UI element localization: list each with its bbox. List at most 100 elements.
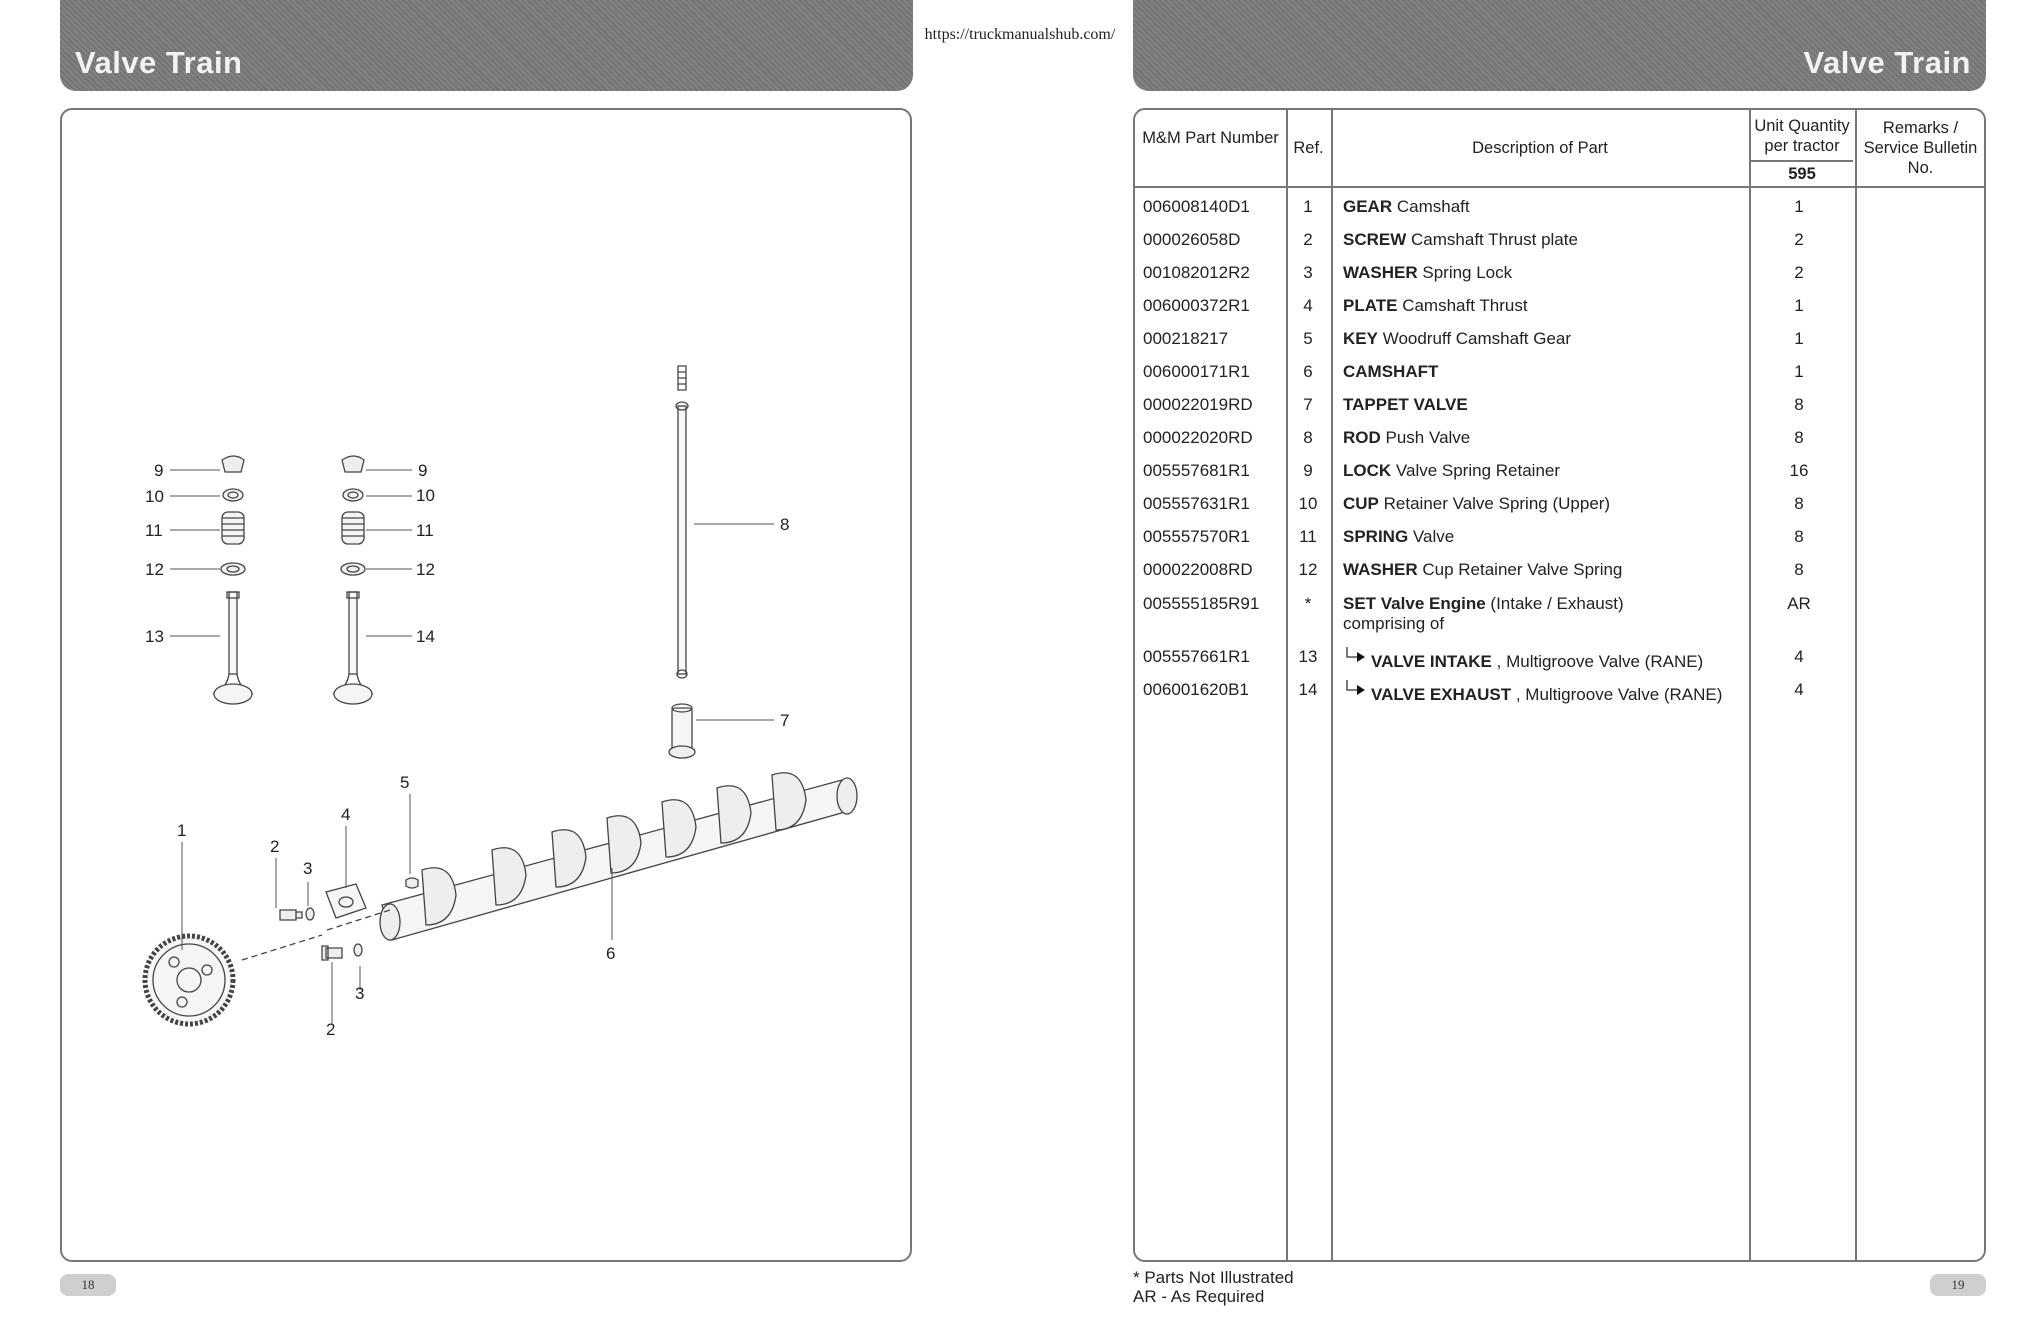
description-cell: LOCK Valve Spring Retainer (1343, 461, 1753, 481)
description-text: Valve Spring Retainer (1395, 461, 1561, 480)
description-bold: VALVE EXHAUST (1371, 685, 1512, 704)
description-cell: CAMSHAFT (1343, 362, 1753, 382)
ref-cell: 5 (1303, 329, 1313, 348)
ref-cell: 2 (1303, 230, 1313, 249)
description-cell: SPRING Valve (1343, 527, 1753, 547)
quantity-cell: 8 (1794, 527, 1804, 546)
right-header-banner: Valve Train (1133, 0, 1986, 91)
description-cell: VALVE EXHAUST , Multigroove Valve (RANE) (1343, 672, 1753, 705)
ref-cell: 8 (1303, 428, 1313, 447)
camshaft (241, 772, 858, 961)
description-bold: CUP (1343, 494, 1379, 513)
woodruff-key (405, 877, 419, 889)
exhaust-valve-assembly (332, 455, 374, 705)
header-remarks: Remarks / Service Bulletin No. (1863, 119, 1978, 177)
quantity-cell: 1 (1794, 197, 1804, 216)
page-number-left: 18 (60, 1274, 116, 1296)
description-cell: TAPPET VALVE (1343, 395, 1753, 415)
part-number-cell: 006001620B1 (1143, 680, 1249, 699)
part-number-cell: 005557631R1 (1143, 494, 1250, 513)
quantity-cell: AR (1787, 594, 1811, 613)
quantity-cell: 1 (1794, 362, 1804, 381)
description-bold: TAPPET VALVE (1343, 395, 1468, 414)
description-text: (Intake / Exhaust) (1490, 594, 1624, 613)
quantity-cell: 8 (1794, 395, 1804, 414)
quantity-cell: 8 (1794, 494, 1804, 513)
quantity-cell: 8 (1794, 560, 1804, 579)
description-text: Retainer Valve Spring (Upper) (1383, 494, 1611, 513)
description-cell: CUP Retainer Valve Spring (Upper) (1343, 494, 1753, 514)
ref-cell: 6 (1303, 362, 1313, 381)
intake-valve-assembly (212, 455, 254, 705)
ref-cell: 1 (1303, 197, 1313, 216)
description-text: Push Valve (1385, 428, 1471, 447)
ref-cell: 4 (1303, 296, 1313, 315)
quantity-cell: 1 (1794, 296, 1804, 315)
callout-9b: 9 (418, 461, 427, 480)
page-number-right: 19 (1930, 1274, 1986, 1296)
part-number-cell: 006000171R1 (1143, 362, 1250, 381)
callout-11b: 11 (416, 521, 434, 540)
quantity-cell: 16 (1789, 461, 1809, 480)
ref-cell: * (1304, 594, 1312, 613)
thrust-plate (325, 883, 367, 919)
ref-cell: 9 (1303, 461, 1313, 480)
header-ref: Ref. (1293, 139, 1324, 157)
footnotes: * Parts Not Illustrated AR - As Required (1133, 1268, 1294, 1306)
callout-10: 10 (145, 487, 164, 506)
part-number-cell: 000022008RD (1143, 560, 1253, 579)
callout-12b: 12 (416, 560, 435, 579)
description-cell: VALVE INTAKE , Multigroove Valve (RANE) (1343, 639, 1753, 672)
callout-12: 12 (145, 560, 164, 579)
part-number-cell: 005555185R91 (1143, 594, 1260, 613)
part-number-cell: 000022020RD (1143, 428, 1253, 447)
ref-cell: 10 (1298, 494, 1318, 513)
callout-11: 11 (145, 521, 163, 540)
callout-4: 4 (341, 805, 350, 824)
quantity-cell: 2 (1794, 230, 1804, 249)
part-number-cell: 005557570R1 (1143, 527, 1250, 546)
callout-13: 13 (145, 627, 164, 646)
description-bold: ROD (1343, 428, 1381, 447)
sub-item-arrow-icon (1343, 639, 1371, 672)
description-text: Woodruff Camshaft Gear (1382, 329, 1572, 348)
description-bold: VALVE INTAKE (1371, 652, 1492, 671)
part-number-cell: 005557681R1 (1143, 461, 1250, 480)
description-text: , Multigroove Valve (RANE) (1515, 685, 1723, 704)
part-number-cell: 001082012R2 (1143, 263, 1250, 282)
part-number-cell: 006008140D1 (1143, 197, 1250, 216)
description-text: Camshaft (1396, 197, 1470, 216)
description-bold: KEY (1343, 329, 1378, 348)
callout-3: 3 (303, 859, 312, 878)
sub-item-arrow-icon (1343, 672, 1371, 705)
description-text: Cup Retainer Valve Spring (1422, 560, 1623, 579)
callout-10b: 10 (416, 486, 435, 505)
quantity-cell: 4 (1794, 680, 1804, 699)
footnote-not-illustrated: * Parts Not Illustrated (1133, 1268, 1294, 1287)
parts-table: M&M Part Number Ref. Description of Part… (1133, 108, 1986, 1262)
ref-cell: 11 (1299, 527, 1317, 546)
quantity-cell: 1 (1794, 329, 1804, 348)
valve-train-exploded-diagram: 9 10 11 12 13 9 10 11 12 14 8 7 5 1 2 3 … (142, 365, 858, 1039)
callout-5: 5 (400, 773, 409, 792)
ref-cell: 7 (1303, 395, 1313, 414)
callout-1: 1 (177, 821, 186, 840)
description-cell: KEY Woodruff Camshaft Gear (1343, 329, 1753, 349)
callout-8: 8 (780, 515, 789, 534)
description-cell: WASHER Cup Retainer Valve Spring (1343, 560, 1753, 580)
part-number-cell: 006000372R1 (1143, 296, 1250, 315)
description-cell: SCREW Camshaft Thrust plate (1343, 230, 1753, 250)
description-cell: ROD Push Valve (1343, 428, 1753, 448)
description-bold: PLATE (1343, 296, 1398, 315)
source-url[interactable]: https://truckmanualshub.com/ (924, 26, 1116, 43)
header-unit-quantity: Unit Quantity per tractor (1754, 117, 1850, 155)
callout-2b: 2 (326, 1020, 335, 1039)
left-page-title: Valve Train (75, 45, 243, 80)
callout-9: 9 (154, 461, 163, 480)
description-bold: SCREW (1343, 230, 1407, 249)
right-page-title: Valve Train (1803, 45, 1971, 80)
part-number-cell: 000022019RD (1143, 395, 1253, 414)
description-bold: WASHER (1343, 263, 1418, 282)
ref-cell: 13 (1298, 647, 1318, 666)
description-continued: comprising of (1343, 614, 1445, 633)
